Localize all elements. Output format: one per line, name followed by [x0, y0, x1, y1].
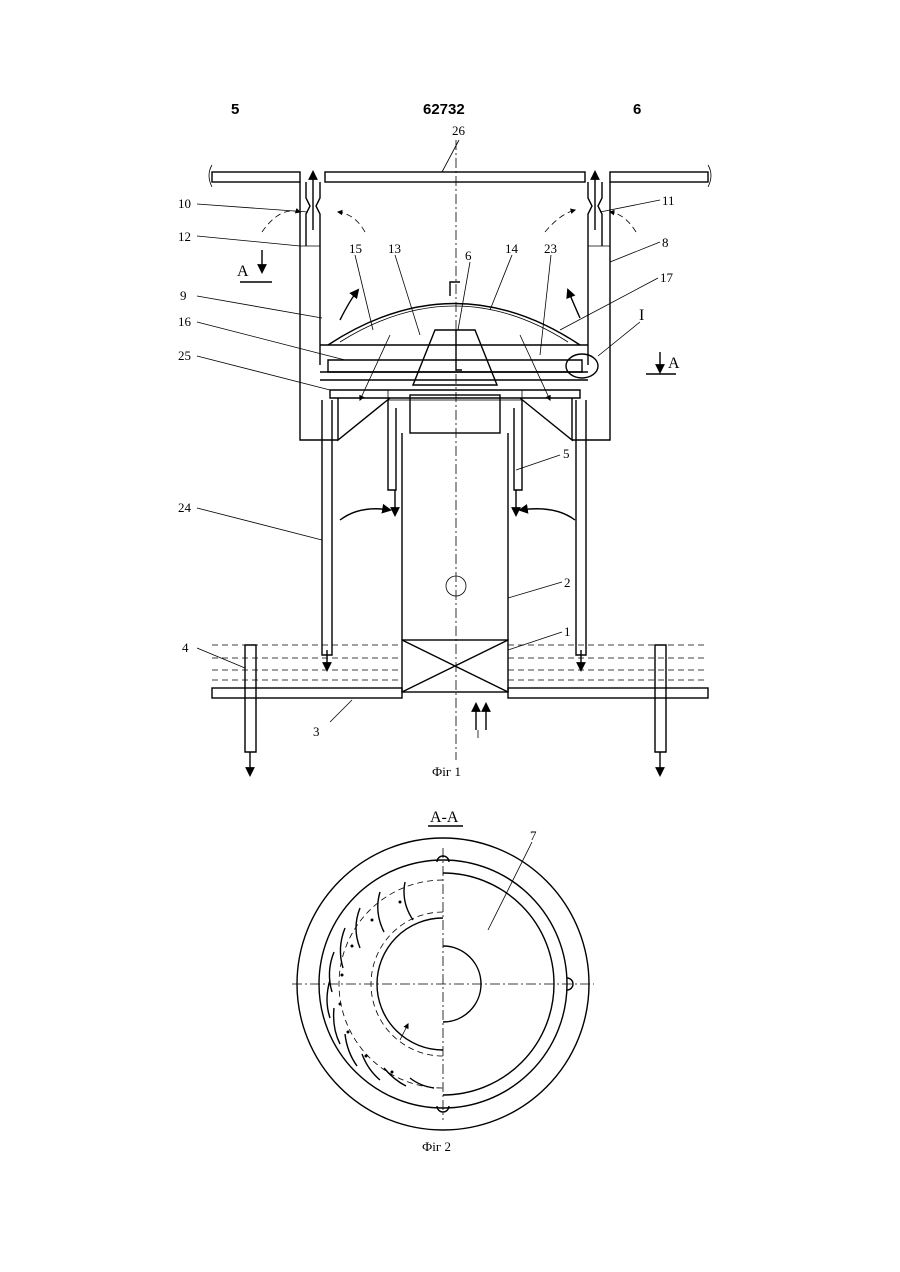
- label-25: 25: [178, 348, 191, 363]
- label-6: 6: [465, 248, 472, 263]
- label-7: 7: [530, 828, 537, 843]
- central-tube: [388, 400, 522, 692]
- section-mark-left: A: [237, 263, 249, 280]
- leader-lines: [197, 140, 660, 738]
- label-15: 15: [349, 241, 362, 256]
- label-24: 24: [178, 500, 192, 515]
- label-8: 8: [662, 235, 669, 250]
- label-2: 2: [564, 575, 571, 590]
- figure-1-caption: Фіг 1: [432, 764, 461, 779]
- label-13: 13: [388, 241, 401, 256]
- figure-2: A-A: [292, 809, 594, 1154]
- label-16: 16: [178, 314, 192, 329]
- section-title: A-A: [430, 809, 459, 826]
- dome-cap: [320, 282, 588, 440]
- label-12: 12: [178, 229, 191, 244]
- label-1: 1: [564, 624, 571, 639]
- figure-2-caption: Фіг 2: [422, 1139, 451, 1154]
- label-10: 10: [178, 196, 191, 211]
- label-3: 3: [313, 724, 320, 739]
- ceiling-slab: [209, 165, 711, 187]
- floor-slab: [212, 645, 708, 698]
- label-11: 11: [662, 193, 675, 208]
- label-26: 26: [452, 123, 466, 138]
- label-14: 14: [505, 241, 519, 256]
- detail-mark-I: I: [639, 307, 644, 324]
- outer-casing: [300, 182, 610, 440]
- section-mark-right: A: [668, 355, 680, 372]
- figure-1-labels: 26 10 11 12 8 15 13 6 14 23 17 9 16 25 5…: [178, 123, 680, 739]
- label-5: 5: [563, 446, 570, 461]
- label-9: 9: [180, 288, 187, 303]
- label-23: 23: [544, 241, 557, 256]
- label-4: 4: [182, 640, 189, 655]
- figure-1: 26 10 11 12 8 15 13 6 14 23 17 9 16 25 5…: [178, 123, 711, 779]
- flow-arrows: [250, 172, 660, 775]
- label-17: 17: [660, 270, 674, 285]
